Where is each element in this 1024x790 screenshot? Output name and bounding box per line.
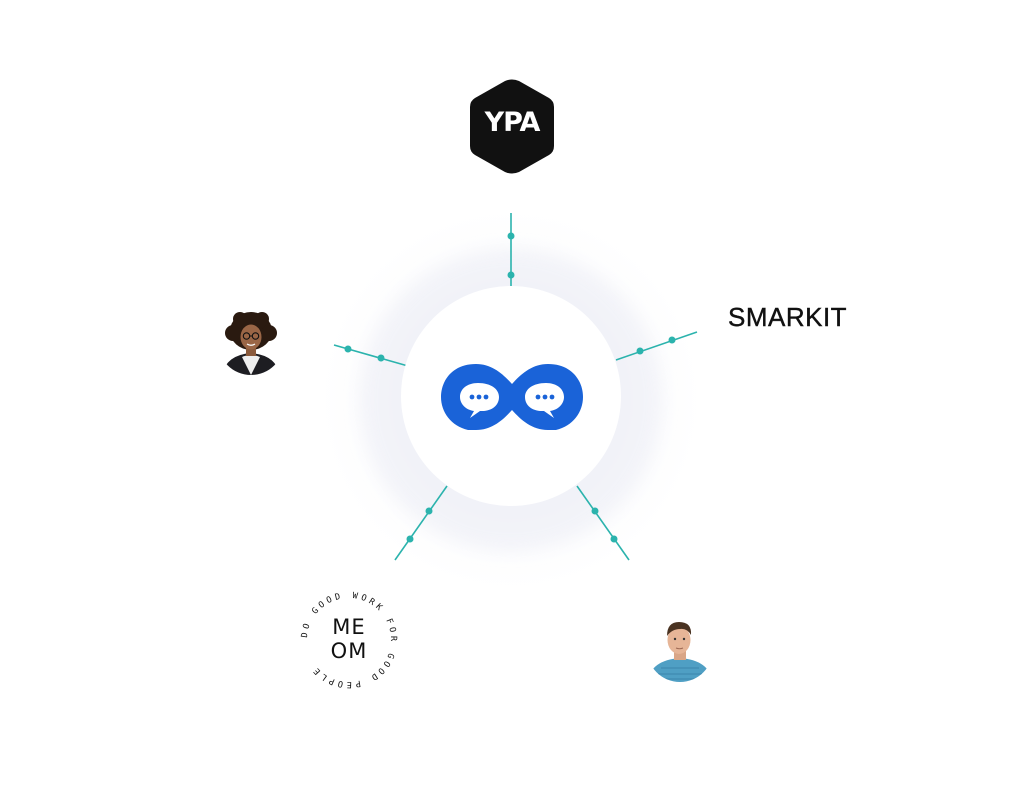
meom-logo: DO GOOD WORK FOR GOOD PEOPLE ME OM [300, 591, 398, 689]
man-avatar [647, 616, 713, 682]
connector-woman [333, 344, 409, 367]
smarkit-logo: SMARKIT [728, 302, 848, 332]
infinity-chat-icon [441, 364, 583, 430]
person-avatar-icon [218, 309, 284, 375]
meom-logo-line2: OM [330, 639, 368, 663]
meom-logo-line1: ME [332, 615, 366, 639]
hexagon-icon [470, 79, 554, 174]
person-avatar-icon [647, 616, 713, 682]
connector-smarkit [615, 331, 698, 361]
connector-meom [394, 485, 448, 561]
connectors [333, 213, 698, 561]
connector-man [576, 485, 630, 561]
connector-ypa [507, 213, 515, 288]
ypa-logo: YPA [469, 79, 555, 174]
woman-avatar [218, 309, 284, 375]
meom-ring-icon: DO GOOD WORK FOR GOOD PEOPLE [300, 591, 395, 689]
ypa-logo-text: YPA [484, 107, 541, 138]
